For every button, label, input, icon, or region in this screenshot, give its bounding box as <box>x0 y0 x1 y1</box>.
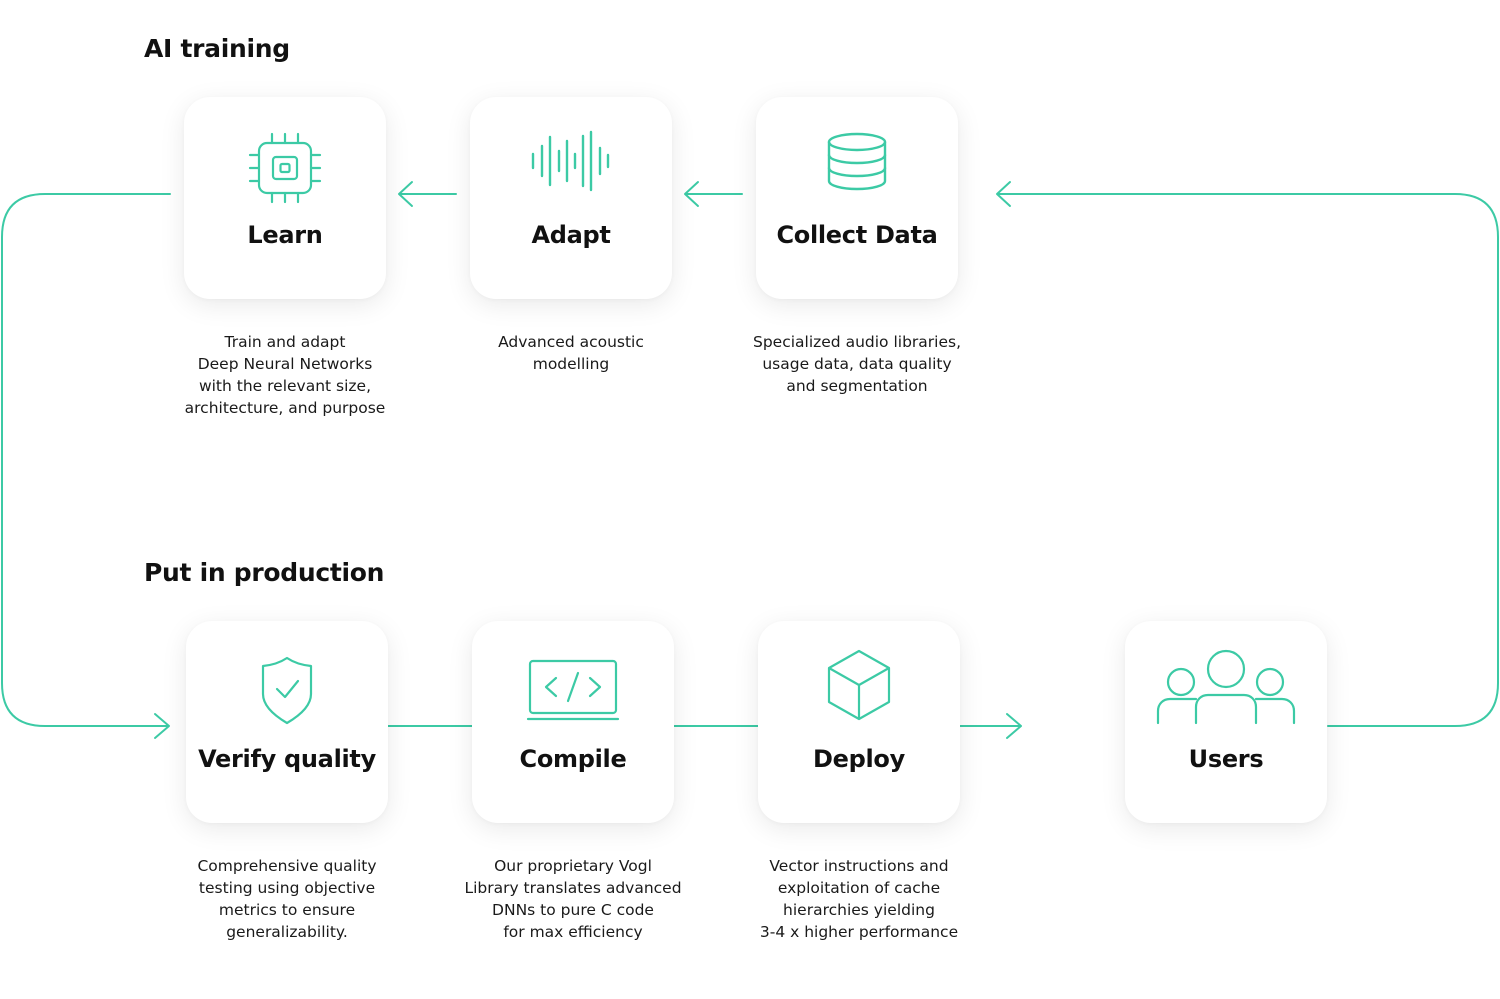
step-card-verify-quality: Verify quality <box>186 621 388 823</box>
section-title-production: Put in production <box>144 558 385 587</box>
step-label-learn: Learn <box>247 221 323 249</box>
step-description-verify-quality: Comprehensive quality testing using obje… <box>197 857 377 941</box>
arrowhead-collect <box>996 181 1011 207</box>
arrowhead-adapt <box>684 181 699 207</box>
users-icon <box>1125 621 1327 741</box>
step-card-compile: Compile <box>472 621 674 823</box>
step-description-deploy: Vector instructions and exploitation of … <box>759 857 959 941</box>
connector-users-to-collect <box>997 193 1499 727</box>
step-card-adapt: Adapt <box>470 97 672 299</box>
shield-check-icon <box>186 621 388 741</box>
step-description-compile: Our proprietary Vogl Library translates … <box>464 857 682 941</box>
step-description-learn: Train and adapt Deep Neural Networks wit… <box>184 333 386 417</box>
connector-learn-to-verify <box>1 193 171 727</box>
step-label-users: Users <box>1188 745 1264 773</box>
section-title-training: AI training <box>144 34 290 63</box>
step-card-users: Users <box>1125 621 1327 823</box>
arrowhead-verify <box>154 713 170 739</box>
step-label-compile: Compile <box>519 745 627 773</box>
step-card-deploy: Deploy <box>758 621 960 823</box>
step-card-collect-data: Collect Data <box>756 97 958 299</box>
step-label-deploy: Deploy <box>813 745 905 773</box>
arrowhead-users <box>1006 713 1022 739</box>
step-description-adapt: Advanced acoustic modelling <box>498 333 644 373</box>
step-label-collect-data: Collect Data <box>776 221 938 249</box>
chip-icon <box>184 97 386 217</box>
database-icon <box>756 97 958 217</box>
step-card-learn: Learn <box>184 97 386 299</box>
cube-icon <box>758 621 960 741</box>
step-label-adapt: Adapt <box>531 221 611 249</box>
arrowhead-learn <box>398 181 413 207</box>
step-label-verify-quality: Verify quality <box>198 745 376 773</box>
code-laptop-icon <box>472 621 674 741</box>
step-description-collect-data: Specialized audio libraries, usage data,… <box>752 333 961 395</box>
soundwave-icon <box>470 97 672 217</box>
